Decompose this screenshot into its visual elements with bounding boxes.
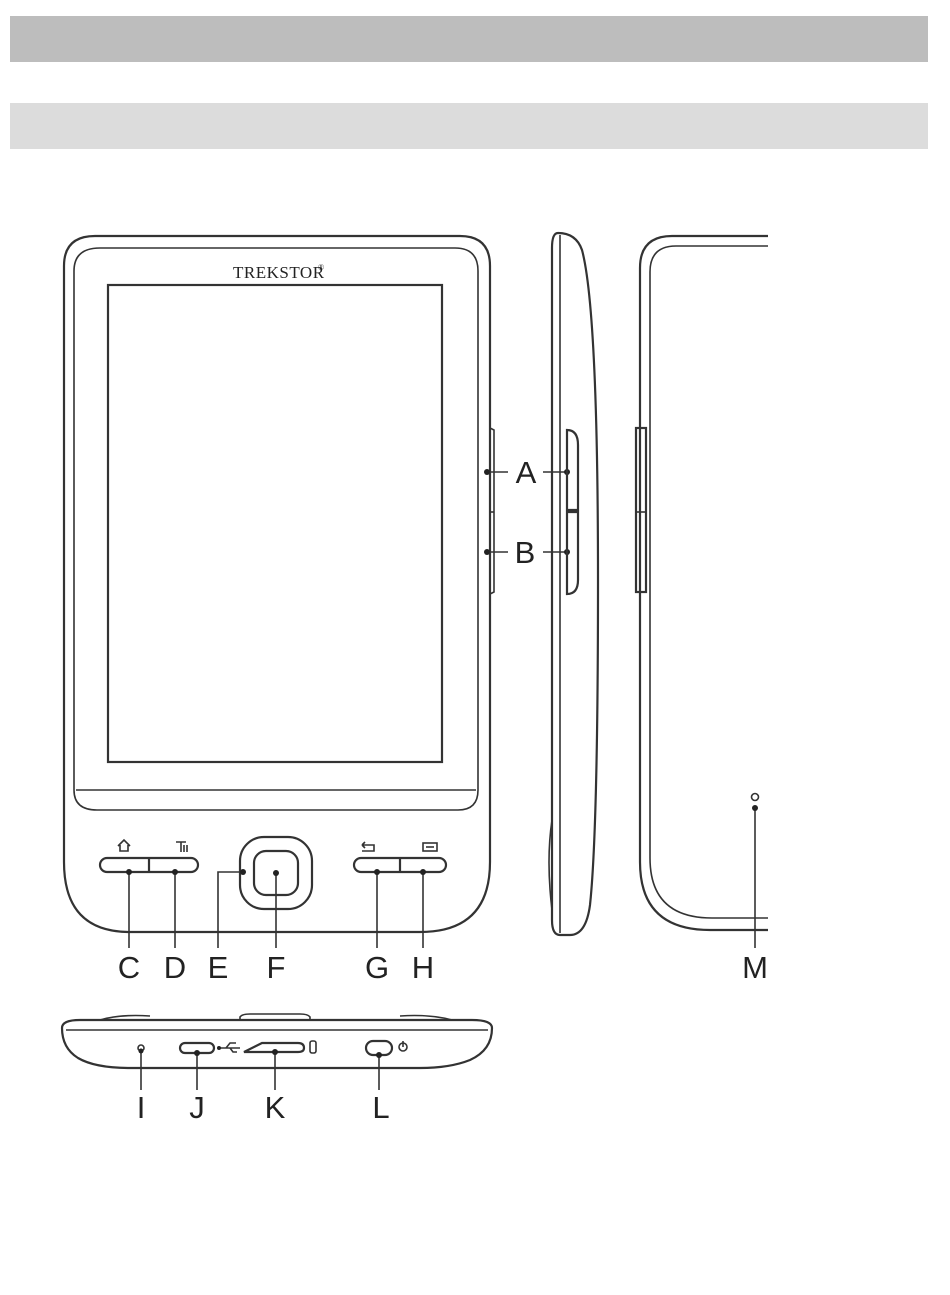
leader-J-dot [194, 1050, 200, 1056]
label-H: H [412, 950, 434, 985]
label-L: L [372, 1090, 389, 1125]
front-body-outline [64, 236, 490, 932]
home-icon [118, 840, 130, 851]
power-icon [399, 1041, 407, 1051]
screen [108, 285, 442, 762]
label-C: C [118, 950, 140, 985]
side-view [549, 233, 598, 935]
label-K: K [265, 1090, 286, 1125]
leader-M-dot [752, 805, 758, 811]
label-E: E [208, 950, 229, 985]
leader-F-dot [273, 870, 279, 876]
leader-E-dot [240, 869, 246, 875]
label-A: A [516, 455, 537, 490]
usb-icon [217, 1043, 240, 1052]
back-body-outline [640, 236, 768, 930]
speaker-hole [752, 794, 759, 801]
label-B: B [515, 535, 536, 570]
label-D: D [164, 950, 186, 985]
label-M: M [742, 950, 768, 985]
bottom-view [62, 1014, 492, 1090]
leader-G-dot [374, 869, 380, 875]
label-J: J [189, 1090, 205, 1125]
back-body-inner [650, 246, 768, 918]
leader-A-left-dot [484, 469, 490, 475]
menu-icon [176, 842, 187, 852]
leader-L-dot [376, 1052, 382, 1058]
label-F: F [267, 950, 286, 985]
leader-I-dot [139, 1049, 144, 1054]
leader-C-dot [126, 869, 132, 875]
leader-D-dot [172, 869, 178, 875]
back-view [636, 236, 768, 948]
front-bezel-inner [74, 248, 478, 810]
leader-B-left-dot [484, 549, 490, 555]
label-I: I [137, 1090, 146, 1125]
keyboard-icon [423, 843, 437, 851]
label-G: G [365, 950, 389, 985]
brand-mark: ® [318, 263, 325, 272]
back-icon [362, 842, 374, 851]
front-view: TREKSTOR ® [64, 236, 494, 948]
brand-logo: TREKSTOR ® [233, 263, 325, 282]
microsd-icon [310, 1041, 316, 1053]
leader-H-dot [420, 869, 426, 875]
side-body-outline [552, 233, 598, 935]
leader-K-dot [272, 1049, 278, 1055]
brand-logo-text: TREKSTOR [233, 263, 325, 282]
